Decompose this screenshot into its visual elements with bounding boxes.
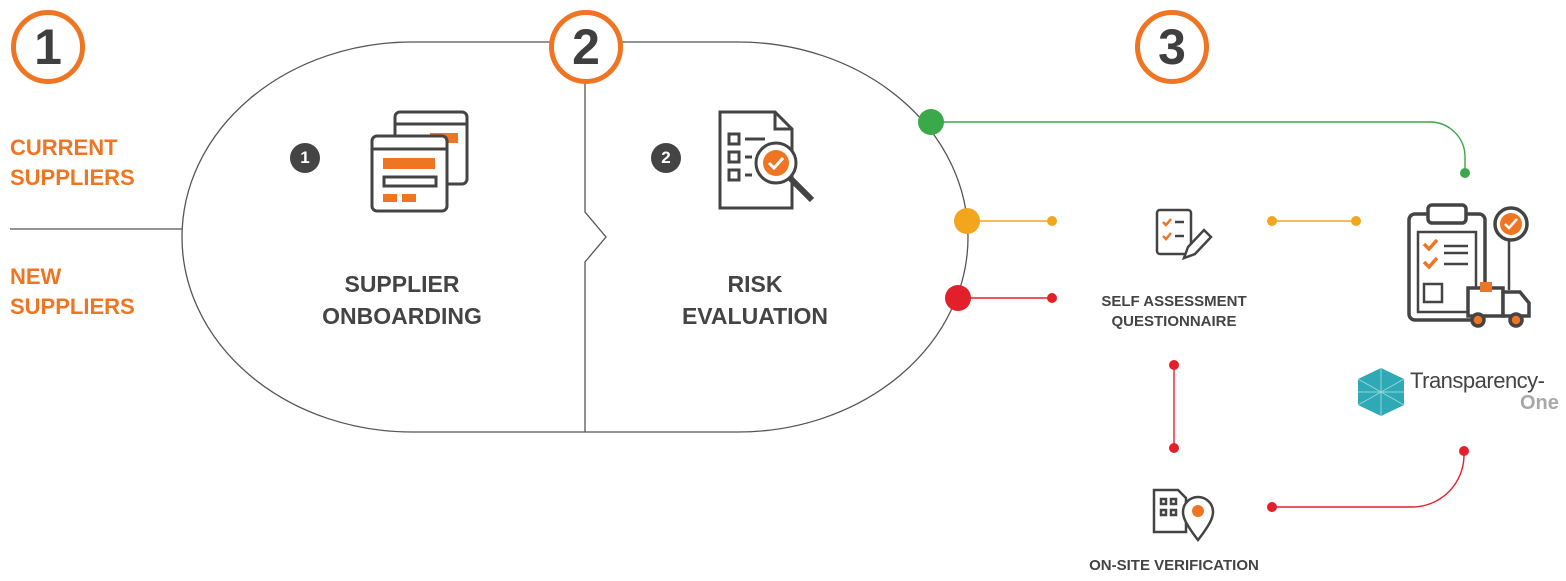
brand-name-line-2: One bbox=[1520, 392, 1559, 414]
red-node bbox=[945, 285, 971, 311]
yellow-dot-b bbox=[1351, 216, 1361, 226]
step-3-circle: 3 bbox=[1135, 10, 1209, 84]
red-end-dot bbox=[1047, 293, 1057, 303]
red-dot-right bbox=[1459, 446, 1469, 456]
new-suppliers-label: NEW SUPPLIERS bbox=[10, 262, 135, 322]
green-end-dot bbox=[1460, 168, 1470, 178]
new-suppliers-line-2: SUPPLIERS bbox=[10, 294, 135, 319]
yellow-node bbox=[954, 208, 980, 234]
step-2-number: 2 bbox=[572, 19, 600, 75]
supplier-onboarding-line-1: SUPPLIER bbox=[344, 271, 460, 297]
current-suppliers-line-1: CURRENT bbox=[10, 135, 118, 160]
risk-evaluation-label: RISK EVALUATION bbox=[625, 268, 885, 332]
brand-name-line-1: Transparency- bbox=[1410, 368, 1545, 393]
self-assessment-label: SELF ASSESSMENT QUESTIONNAIRE bbox=[1101, 293, 1247, 330]
red-curve-connector bbox=[1272, 451, 1465, 508]
risk-document-magnifier-icon bbox=[718, 110, 815, 210]
transparency-one-logo-icon bbox=[1357, 368, 1405, 416]
building-location-icon bbox=[1152, 488, 1215, 543]
current-suppliers-label: CURRENT SUPPLIERS bbox=[10, 133, 135, 193]
checklist-pencil-icon bbox=[1155, 208, 1213, 261]
step-3-number: 3 bbox=[1158, 19, 1186, 75]
supplier-onboarding-label: SUPPLIER ONBOARDING bbox=[272, 268, 532, 332]
new-suppliers-line-1: NEW bbox=[10, 264, 62, 289]
onboarding-forms-icon bbox=[370, 110, 469, 213]
clipboard-truck-icon bbox=[1407, 203, 1531, 328]
green-connector bbox=[931, 121, 1466, 172]
red-dot-bottom bbox=[1169, 443, 1179, 453]
green-node bbox=[918, 109, 944, 135]
red-dot-left bbox=[1267, 502, 1277, 512]
onsite-verification-label: ON-SITE VERIFICATION bbox=[1089, 557, 1259, 574]
capsule-divider bbox=[584, 42, 607, 432]
step-1-number: 1 bbox=[34, 19, 62, 75]
step-1-circle: 1 bbox=[11, 10, 85, 84]
stage-1-badge: 1 bbox=[290, 143, 320, 173]
red-dot-top bbox=[1169, 360, 1179, 370]
risk-evaluation-line-2: EVALUATION bbox=[681, 303, 829, 329]
stage-2-badge: 2 bbox=[651, 143, 681, 173]
yellow-dot-a bbox=[1267, 216, 1277, 226]
yellow-end-dot bbox=[1047, 216, 1057, 226]
step-2-circle: 2 bbox=[549, 10, 623, 84]
current-suppliers-line-2: SUPPLIERS bbox=[10, 165, 135, 190]
process-capsule bbox=[181, 41, 969, 433]
supplier-onboarding-line-2: ONBOARDING bbox=[322, 303, 482, 329]
risk-evaluation-line-1: RISK bbox=[727, 271, 783, 297]
